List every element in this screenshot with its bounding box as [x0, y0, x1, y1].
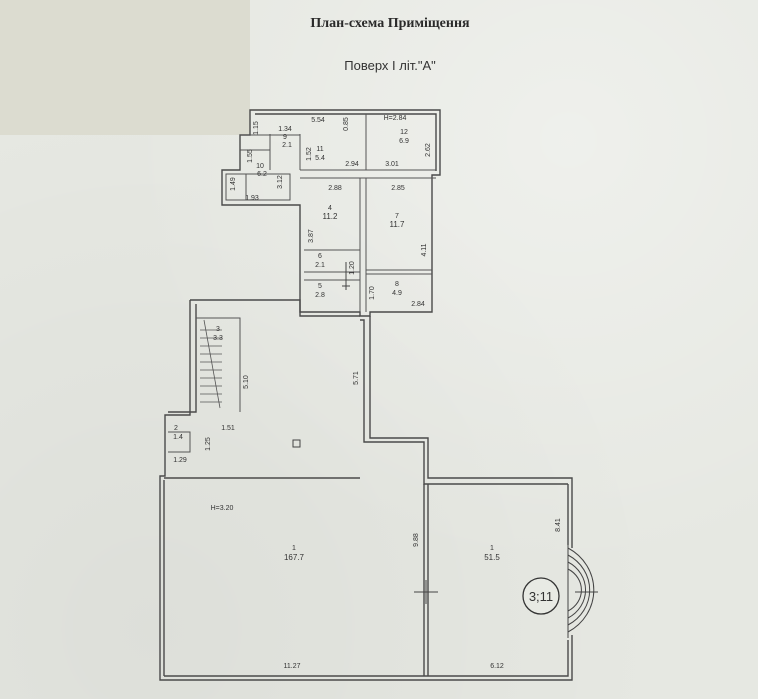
room-1b-number: 1	[490, 545, 494, 552]
section-callout-circle	[522, 577, 560, 615]
room-5-area: 2.8	[315, 292, 325, 299]
dim-11-27: 11.27	[284, 663, 301, 670]
dim-1-51: 1.51	[221, 425, 235, 432]
room-12-number: 12	[400, 129, 408, 136]
room-6-number: 6	[318, 253, 322, 260]
dim-1-29: 1.29	[173, 457, 187, 464]
plan-title: План-схема Приміщення	[310, 16, 470, 31]
room-9-area: 2.1	[282, 142, 292, 149]
dim-3-12: 3.12	[277, 175, 284, 189]
room-10-area: 6.2	[257, 171, 267, 178]
dim-3-87: 3.87	[308, 229, 315, 243]
dim-1-25: 1.25	[205, 437, 212, 451]
room-1-number: 1	[292, 545, 296, 552]
plan-subtitle: Поверх І літ."А"	[344, 58, 436, 73]
dim-4-11: 4.11	[421, 243, 428, 256]
dim-5-54: 5.54	[311, 117, 325, 124]
room-4-number: 4	[328, 205, 332, 212]
column-marker	[292, 439, 301, 448]
dim-h-2-84: H=2.84	[384, 115, 407, 122]
room-12-area: 6.9	[399, 138, 409, 145]
dim-6-12: 6.12	[490, 663, 504, 670]
inner-walls	[168, 114, 436, 453]
room-labels: 12 6.9 11 5.4 9 2.1 10 6.2 4 11.2 7 11.7…	[173, 129, 500, 562]
dim-2-94: 2.94	[345, 161, 359, 168]
room-10-number: 10	[256, 163, 264, 170]
dimension-labels: 5.54 H=2.84 1.15 0.85 1.34 1.55 1.52 2.9…	[173, 115, 562, 670]
room-3-number: 3	[216, 326, 220, 333]
dim-2-88: 2.88	[328, 185, 342, 192]
dim-8-41: 8.41	[555, 518, 562, 532]
room-9-number: 9	[283, 134, 287, 141]
room-2-area: 1.4	[173, 434, 183, 441]
room-6-area: 2.1	[315, 262, 325, 269]
dim-2-84: 2.84	[411, 301, 425, 308]
dim-5-10: 5.10	[243, 375, 250, 389]
dim-3-01: 3.01	[385, 161, 399, 168]
dim-2-85: 2.85	[391, 185, 405, 192]
dim-1-52: 1.52	[306, 147, 313, 161]
room-1-area: 167.7	[284, 553, 305, 562]
room-3-area: 3.3	[213, 335, 223, 342]
semicircle-stairs	[567, 545, 598, 638]
dim-0-85: 0.85	[343, 117, 350, 131]
dim-1-15: 1.15	[253, 121, 260, 135]
room-11-area: 5.4	[315, 155, 325, 162]
section-callout-label: 3;11	[529, 589, 553, 604]
room-7-area: 11.7	[390, 220, 406, 229]
dim-h-3-20: H=3.20	[211, 505, 234, 512]
dim-1-20: 1.20	[349, 261, 356, 275]
stairs	[200, 319, 222, 409]
dim-1-93: 1.93	[245, 195, 259, 202]
room-8-number: 8	[395, 281, 399, 288]
dim-2-62: 2.62	[425, 143, 432, 157]
dim-1-70: 1.70	[369, 286, 376, 300]
room-7-number: 7	[395, 213, 399, 220]
door-marks	[342, 262, 438, 604]
dim-1-34: 1.34	[278, 126, 292, 133]
room-2-number: 2	[174, 425, 178, 432]
dim-9-88: 9.88	[413, 533, 420, 547]
room-11-number: 11	[316, 146, 323, 153]
room-5-number: 5	[318, 283, 322, 290]
dim-1-49: 1.49	[230, 177, 237, 191]
room-1b-area: 51.5	[484, 553, 500, 562]
scan-patch	[0, 0, 250, 135]
room-4-area: 11.2	[323, 212, 339, 221]
room-8-area: 4.9	[392, 290, 402, 297]
dim-1-55: 1.55	[247, 149, 254, 163]
dim-5-71: 5.71	[353, 371, 360, 385]
outer-walls	[159, 109, 573, 681]
